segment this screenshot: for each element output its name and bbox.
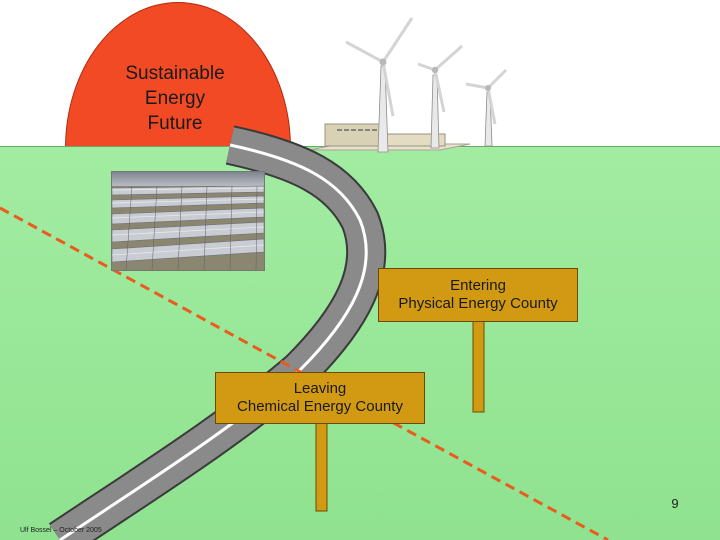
sun-label-line-2: Energy [144,88,206,109]
power-plant-building [309,123,471,151]
solar-field-photo [111,171,265,271]
wind-turbine-3 [465,68,508,147]
county-boundary-line [0,206,609,540]
sun-label-line-1: Sustainable [125,63,225,84]
sign-entering-line-1: Entering [450,277,506,294]
sun-label-line-3: Future [147,113,203,134]
winding-road [48,125,387,540]
sign-entering-line-2: Physical Energy County [398,295,558,312]
sign-post-entering [472,319,485,413]
sign-leaving-line-2: Chemical Energy County [237,398,403,415]
sign-leaving-chemical-energy-county: Leaving Chemical Energy County [215,372,425,424]
footer-credit: Ulf Bossel – October 2005 [20,527,102,534]
page-number: 9 [671,496,679,511]
wind-turbine-2 [417,44,463,149]
sign-leaving-line-1: Leaving [293,380,347,397]
sun-label: Sustainable Energy Future [95,61,255,136]
wind-turbine-1 [345,17,414,153]
sign-entering-physical-energy-county: Entering Physical Energy County [378,268,578,322]
sign-post-leaving [315,421,328,512]
